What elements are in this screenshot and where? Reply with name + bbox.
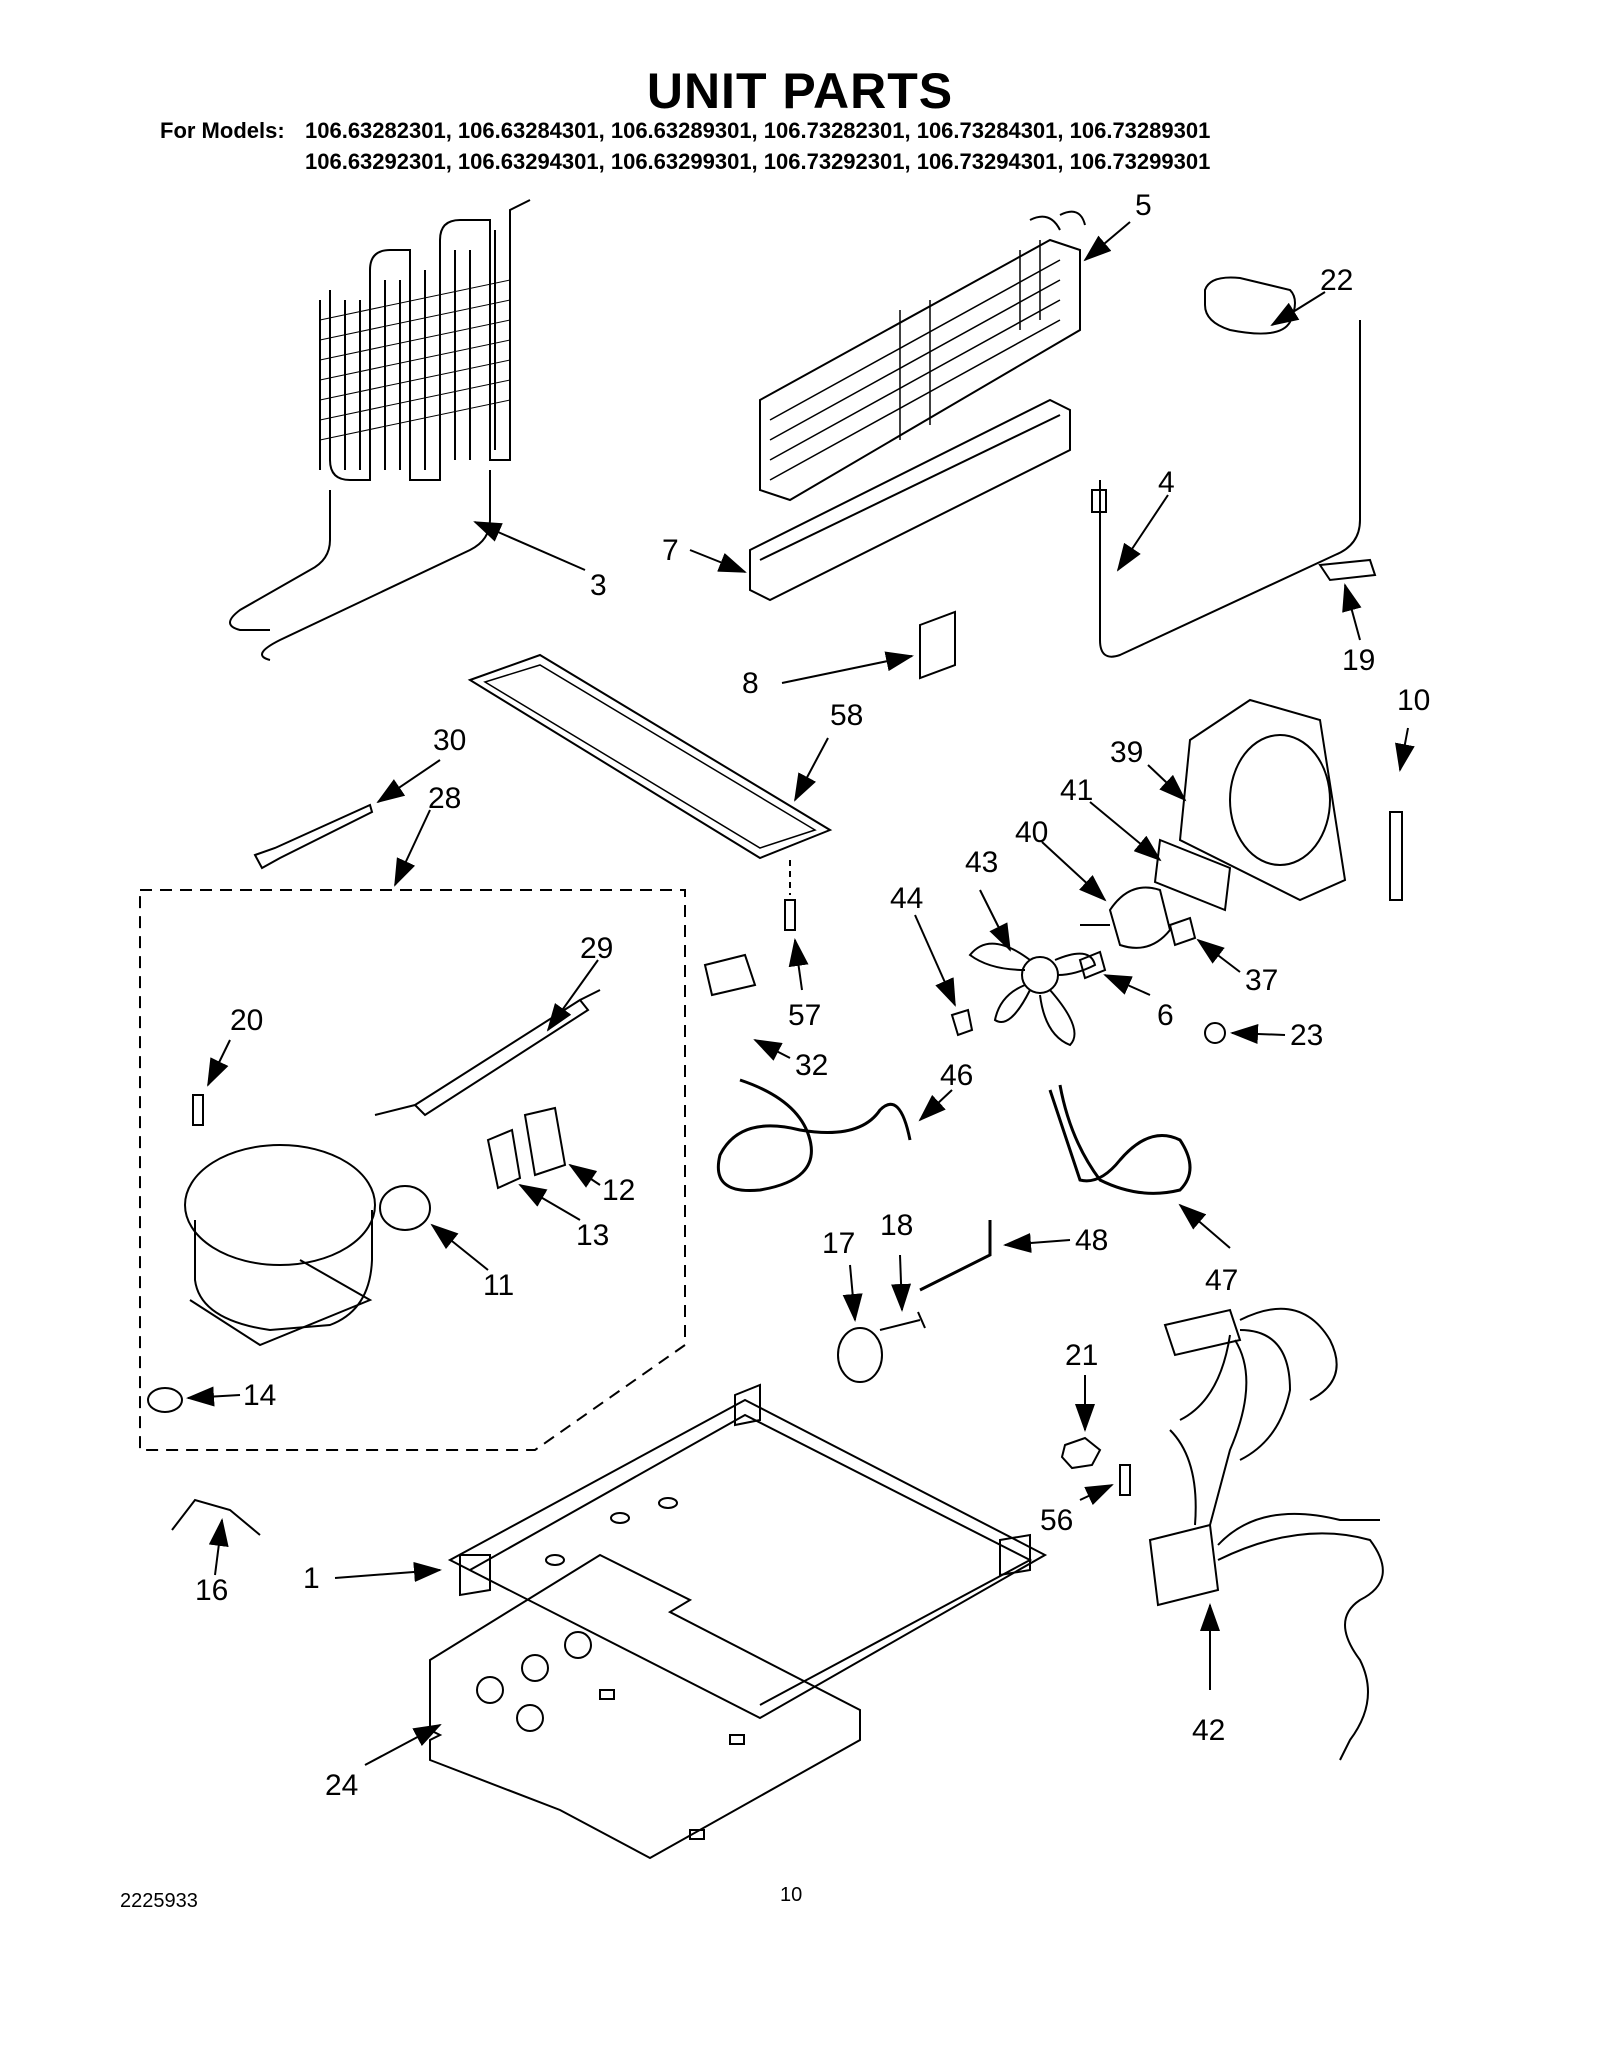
callout-47: 47 <box>1205 1264 1238 1297</box>
callout-22: 22 <box>1320 264 1353 297</box>
callout-41: 41 <box>1060 774 1093 807</box>
page-number: 10 <box>780 1884 803 1906</box>
thermistor-connector <box>1091 489 1107 513</box>
callout-19: 19 <box>1342 644 1375 677</box>
part-18-pin <box>879 1311 926 1331</box>
compressor-part <box>184 1144 376 1347</box>
compressor-group-boundary <box>139 889 686 1451</box>
callout-17: 17 <box>822 1227 855 1260</box>
callout-57: 57 <box>788 999 821 1032</box>
part-12-cover <box>523 1106 567 1177</box>
callout-42: 42 <box>1192 1714 1225 1747</box>
callout-5: 5 <box>1135 189 1152 222</box>
models-line-2: 106.63292301, 106.63294301, 106.63299301… <box>305 149 1211 174</box>
callout-20: 20 <box>230 1004 263 1037</box>
part-41-bracket <box>1153 838 1232 912</box>
drain-trough-part <box>749 398 1071 602</box>
callout-21: 21 <box>1065 1339 1098 1372</box>
callout-56: 56 <box>1040 1504 1073 1537</box>
part-46-tube <box>717 1078 912 1193</box>
part-20-screw <box>192 1094 204 1126</box>
part-42-wire-harness <box>1148 1307 1384 1761</box>
callout-4: 4 <box>1158 466 1175 499</box>
callout-10: 10 <box>1397 684 1430 717</box>
callout-46: 46 <box>940 1059 973 1092</box>
part-32-connector <box>703 953 757 997</box>
callout-58: 58 <box>830 699 863 732</box>
document-number: 2225933 <box>120 1890 198 1912</box>
callout-43: 43 <box>965 846 998 879</box>
part-30-cable-tie <box>253 803 374 870</box>
part-44-clip <box>950 1008 974 1037</box>
callout-13: 13 <box>576 1219 609 1252</box>
part-21-nut <box>1060 1436 1102 1470</box>
callout-40: 40 <box>1015 816 1048 849</box>
part-23-clip <box>1204 1022 1226 1044</box>
part-16-clip <box>171 1498 261 1536</box>
part-40-fan-motor <box>1080 886 1172 949</box>
models-line-1: 106.63282301, 106.63284301, 106.63289301… <box>305 118 1211 143</box>
part-19-clip <box>1318 558 1377 582</box>
callout-39: 39 <box>1110 736 1143 769</box>
part-10-strip <box>1389 811 1403 901</box>
callout-30: 30 <box>433 724 466 757</box>
part-24-insulation <box>429 1553 861 1860</box>
part-56-screw <box>1119 1464 1131 1496</box>
thermistor-wire-part <box>1099 320 1361 658</box>
part-48-tube <box>919 1220 992 1292</box>
callout-14: 14 <box>243 1379 276 1412</box>
callout-12: 12 <box>602 1174 635 1207</box>
callout-48: 48 <box>1075 1224 1108 1257</box>
part-22-cover <box>1204 276 1296 335</box>
callout-16: 16 <box>195 1574 228 1607</box>
models-label: For Models: <box>160 118 285 143</box>
callout-11: 11 <box>483 1269 514 1302</box>
callout-44: 44 <box>890 882 923 915</box>
callout-32: 32 <box>795 1049 828 1082</box>
part-47-tube <box>1048 1084 1192 1195</box>
callout-6: 6 <box>1157 999 1174 1032</box>
callout-29: 29 <box>580 932 613 965</box>
page-title: UNIT PARTS <box>646 63 954 119</box>
callout-23: 23 <box>1290 1019 1323 1052</box>
condenser-coil-part <box>229 199 531 661</box>
part-8-bracket <box>919 610 956 680</box>
part-11-overload <box>379 1185 431 1231</box>
part-43-fan-blade <box>968 942 1097 1047</box>
drain-pan-part <box>467 653 833 895</box>
callout-1: 1 <box>303 1562 320 1595</box>
callout-18: 18 <box>880 1209 913 1242</box>
evaporator-part <box>759 210 1086 502</box>
part-6-screw <box>1078 950 1107 980</box>
part-57-screw <box>784 899 796 931</box>
fan-shroud-part <box>1178 698 1347 902</box>
callout-24: 24 <box>325 1769 358 1802</box>
part-14-grommet <box>147 1387 183 1413</box>
part-29-dryer <box>374 989 601 1117</box>
callout-7: 7 <box>662 534 679 567</box>
callout-8: 8 <box>742 667 759 700</box>
callout-28: 28 <box>428 782 461 815</box>
part-37-screw <box>1168 916 1197 947</box>
part-13-relay <box>486 1128 522 1190</box>
callout-3: 3 <box>590 569 607 602</box>
callout-37: 37 <box>1245 964 1278 997</box>
part-17-roller <box>837 1327 883 1383</box>
part-1-base-frame <box>447 1383 1048 1720</box>
